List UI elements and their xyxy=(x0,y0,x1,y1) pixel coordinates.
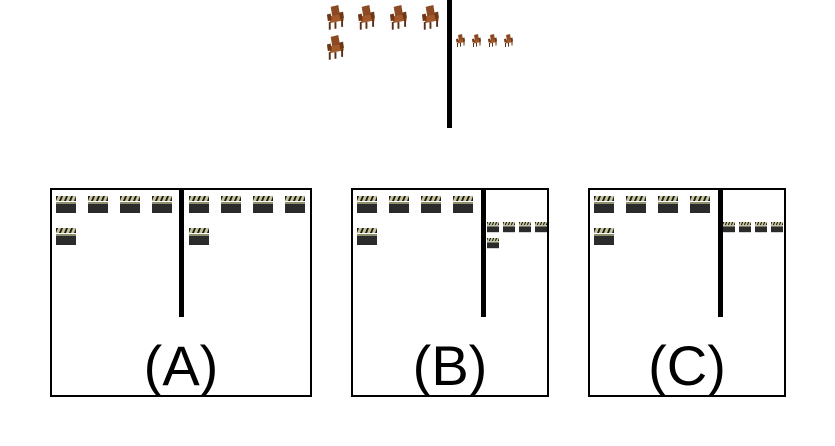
chair-icon xyxy=(472,34,481,47)
chair-icon xyxy=(357,5,375,30)
reference-divider xyxy=(447,0,452,128)
chair-icon xyxy=(326,35,344,60)
option-b-divider xyxy=(481,190,486,317)
option-a-divider xyxy=(179,190,184,317)
option-panel-b[interactable]: (B) xyxy=(351,188,549,397)
chair-icon xyxy=(456,34,465,47)
chair-icon xyxy=(421,5,439,30)
chair-icon xyxy=(488,34,497,47)
option-panel-c[interactable]: (C) xyxy=(588,188,786,397)
option-label-b: (B) xyxy=(412,334,488,397)
option-panel-a[interactable]: (A) xyxy=(50,188,312,397)
option-c-divider xyxy=(718,190,723,317)
chair-icon xyxy=(504,34,513,47)
chair-icon xyxy=(326,5,344,30)
chair-icon xyxy=(389,5,407,30)
option-label-a: (A) xyxy=(143,334,219,397)
option-label-c: (C) xyxy=(648,334,726,397)
